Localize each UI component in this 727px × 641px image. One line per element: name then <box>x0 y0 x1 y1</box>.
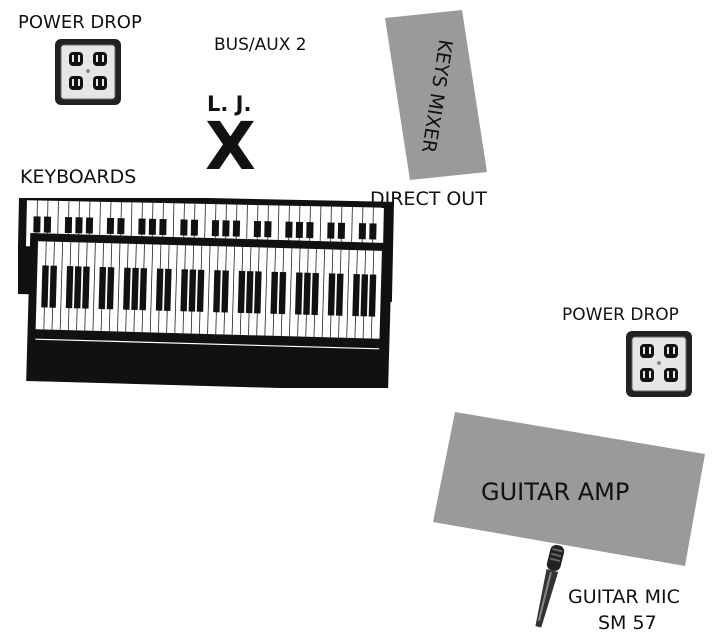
guitar-amp-label: GUITAR AMP <box>481 478 630 506</box>
direct-out-label: DIRECT OUT <box>370 188 487 210</box>
bus-aux-label: BUS/AUX 2 <box>214 35 307 55</box>
x-mark: X <box>205 108 256 185</box>
keys-mixer-shape <box>385 10 487 180</box>
power-outlet-icon <box>625 330 693 402</box>
keys-mixer: KEYS MIXER <box>380 10 490 180</box>
guitar-amp: GUITAR AMP <box>433 412 709 568</box>
power-drop-label-top: POWER DROP <box>18 12 142 33</box>
power-outlet-icon <box>54 38 122 110</box>
microphone-icon <box>528 542 568 638</box>
guitar-mic-label: GUITAR MIC <box>568 586 680 608</box>
guitar-mic-model-label: SM 57 <box>598 612 657 634</box>
power-drop-label-right: POWER DROP <box>562 305 679 325</box>
keyboard-icon <box>16 194 398 392</box>
keyboards-label: KEYBOARDS <box>20 166 137 188</box>
guitar-amp-shape <box>433 412 705 566</box>
lj-label: L. J. <box>207 92 252 116</box>
